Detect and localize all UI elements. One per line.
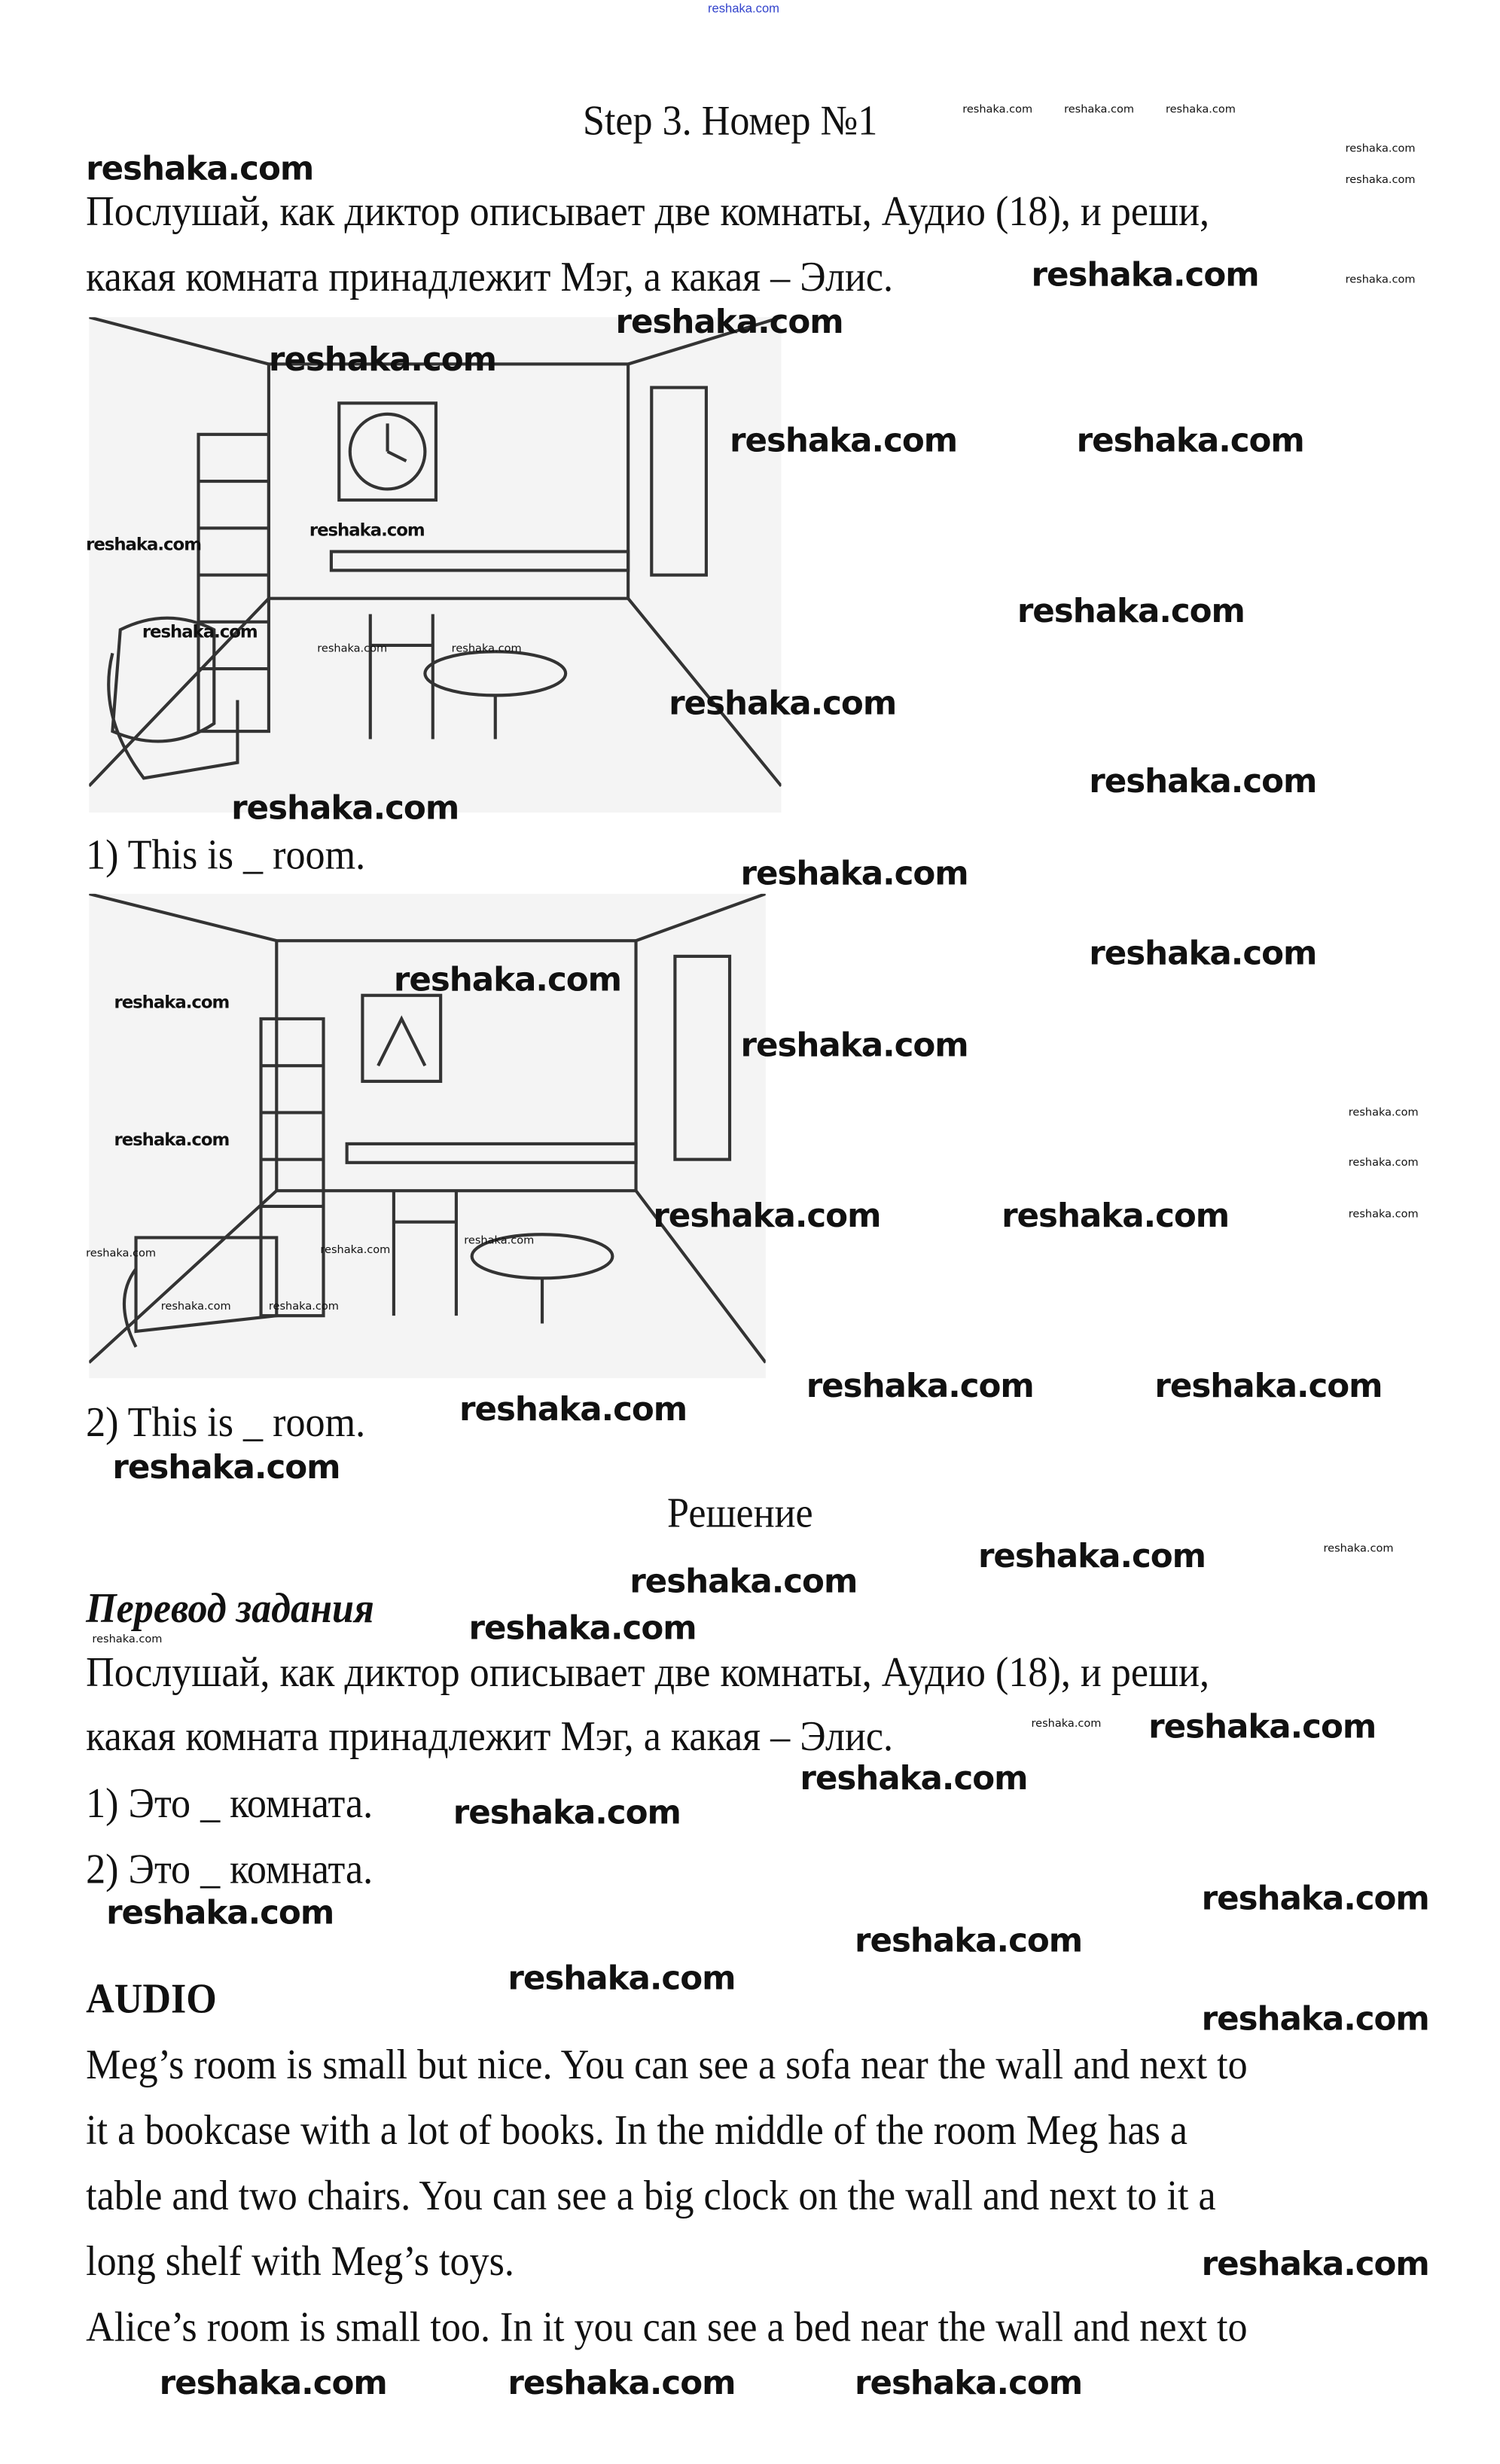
watermark: reshaka.com [453,1794,681,1831]
watermark: reshaka.com [268,1300,339,1313]
watermark: reshaka.com [317,642,388,655]
watermark: reshaka.com [231,788,459,827]
watermark: reshaka.com [1348,1106,1419,1119]
watermark: reshaka.com [459,1390,688,1429]
watermark: reshaka.com [1148,1707,1377,1746]
audio-line: long shelf with Meg’s toys. [86,2237,514,2285]
audio-line: it a bookcase with a lot of books. In th… [86,2106,1188,2154]
watermark: reshaka.com [114,992,230,1013]
watermark: reshaka.com [855,2364,1083,2402]
audio-line: Alice’s room is small too. In it you can… [86,2303,1248,2350]
watermark: reshaka.com [142,621,258,642]
watermark: reshaka.com [159,2364,388,2402]
task-line-2: какая комната принадлежит Мэг, а какая –… [86,253,894,300]
watermark: reshaka.com [1323,1542,1394,1555]
watermark: reshaka.com [977,1537,1206,1575]
watermark: reshaka.com [86,534,202,555]
watermark: reshaka.com [1348,1207,1419,1221]
watermark: reshaka.com [1089,934,1317,972]
watermark: reshaka.com [669,684,897,722]
translation-answer-2: 2) Это _ комната. [86,1845,373,1892]
watermark: reshaka.com [653,1197,881,1235]
watermark: reshaka.com [1154,1367,1383,1405]
watermark: reshaka.com [1165,102,1236,116]
watermark: reshaka.com [1345,142,1416,155]
watermark: reshaka.com [1345,273,1416,286]
watermark: reshaka.com [92,1633,163,1645]
watermark: reshaka.com [1031,256,1260,294]
watermark: reshaka.com [1064,102,1135,116]
solution-heading: Решение [667,1489,813,1536]
watermark: reshaka.com [962,102,1033,116]
watermark: reshaka.com [740,1026,969,1065]
watermark: reshaka.com [112,1448,340,1487]
watermark: reshaka.com [806,1367,1035,1405]
audio-line: Meg’s room is small but nice. You can se… [86,2040,1248,2088]
audio-heading: AUDIO [86,1975,217,2023]
watermark: reshaka.com [1089,762,1317,800]
question-1: 1) This is _ room. [86,831,366,879]
watermark: reshaka.com [1076,422,1305,460]
watermark: reshaka.com [1348,1156,1419,1169]
translation-line-2: какая комната принадлежит Мэг, а какая –… [86,1712,894,1760]
watermark: reshaka.com [309,520,425,541]
watermark: reshaka.com [393,961,622,999]
watermark: reshaka.com [1002,1197,1230,1235]
watermark: reshaka.com [1345,173,1416,186]
translation-heading: Перевод задания [86,1584,374,1632]
watermark: reshaka.com [800,1759,1028,1798]
watermark: reshaka.com [114,1130,230,1151]
task-line-1: Послушай, как диктор описывает две комна… [86,188,1210,235]
translation-answer-1: 1) Это _ комната. [86,1779,373,1827]
watermark: reshaka.com [86,1246,157,1260]
watermark: reshaka.com [320,1243,391,1257]
watermark: reshaka.com [464,1234,535,1247]
watermark: reshaka.com [86,150,314,188]
alice-room-illustration [89,893,766,1379]
watermark: reshaka.com [740,855,969,892]
watermark: reshaka.com [451,642,522,655]
audio-line: table and two chairs. You can see a big … [86,2172,1216,2219]
watermark: reshaka.com [855,1922,1083,1960]
watermark: reshaka.com [1031,1717,1102,1731]
watermark: reshaka.com [468,1609,697,1648]
site-link[interactable]: reshaka.com [707,2,780,16]
watermark: reshaka.com [508,1959,736,1997]
question-2: 2) This is _ room. [86,1398,366,1446]
watermark: reshaka.com [106,1893,334,1932]
watermark: reshaka.com [160,1300,231,1313]
meg-room-illustration [89,317,782,813]
watermark: reshaka.com [1201,1880,1430,1918]
watermark: reshaka.com [508,2364,736,2402]
translation-line-1: Послушай, как диктор описывает две комна… [86,1648,1210,1696]
watermark: reshaka.com [1201,2245,1430,2283]
watermark: reshaka.com [730,422,958,460]
watermark: reshaka.com [1201,2000,1430,2038]
watermark: reshaka.com [1017,592,1245,630]
watermark: reshaka.com [615,303,844,341]
page-title: Step 3. Номер №1 [582,96,878,144]
watermark: reshaka.com [630,1563,858,1600]
watermark: reshaka.com [268,340,497,379]
